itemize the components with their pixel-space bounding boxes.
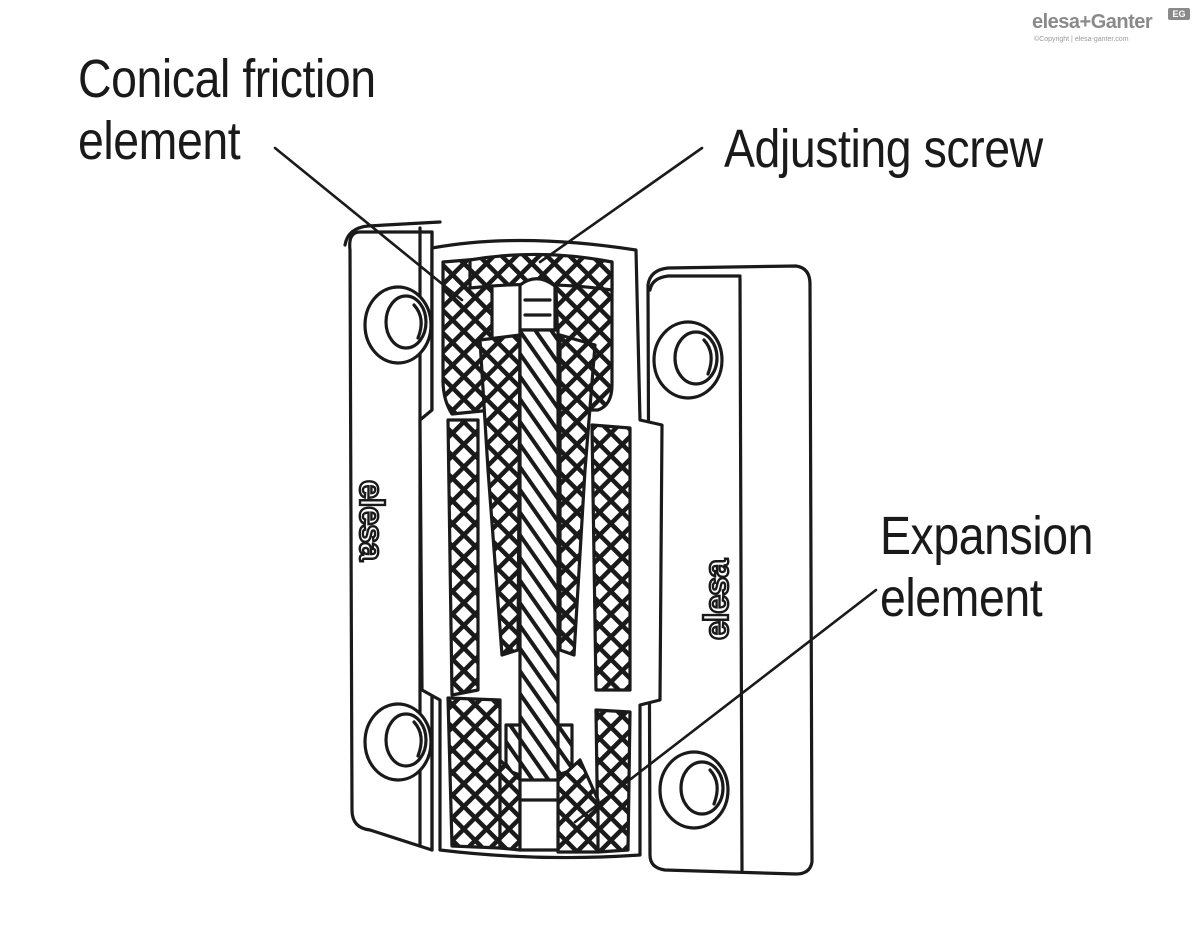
adjusting-screw xyxy=(504,328,574,782)
screw-hole-right-bottom xyxy=(658,750,730,830)
right-leaf xyxy=(646,264,814,876)
screw-hole-left-bottom xyxy=(363,702,433,782)
label-adjusting-screw: Adjusting screw xyxy=(724,118,1043,180)
label-expansion-element: Expansion element xyxy=(880,505,1093,629)
engraving-right: elesa xyxy=(698,558,736,640)
screw-hole-right-top xyxy=(652,320,724,400)
screw-hole-left-top xyxy=(363,285,433,365)
logo-badge: EG xyxy=(1168,8,1190,20)
label-conical-friction-element: Conical friction element xyxy=(78,48,376,172)
label-conical-line1: Conical friction xyxy=(78,49,376,109)
engraving-left: elesa xyxy=(352,480,390,562)
elesa-ganter-logo: elesa+Ganter EG ©Copyright | elesa-gante… xyxy=(1030,8,1195,48)
label-conical-line2: element xyxy=(78,111,241,171)
label-expansion-line1: Expansion xyxy=(880,506,1094,566)
label-adjusting-line: Adjusting screw xyxy=(724,119,1043,179)
leader-conical xyxy=(273,146,464,302)
label-expansion-line2: element xyxy=(880,568,1043,628)
logo-copyright: ©Copyright | elesa-ganter.com xyxy=(1034,36,1129,43)
leader-adjusting xyxy=(538,146,704,264)
conical-friction-section xyxy=(446,333,632,697)
leader-expansion xyxy=(573,588,878,824)
logo-text: elesa+Ganter xyxy=(1032,11,1153,33)
